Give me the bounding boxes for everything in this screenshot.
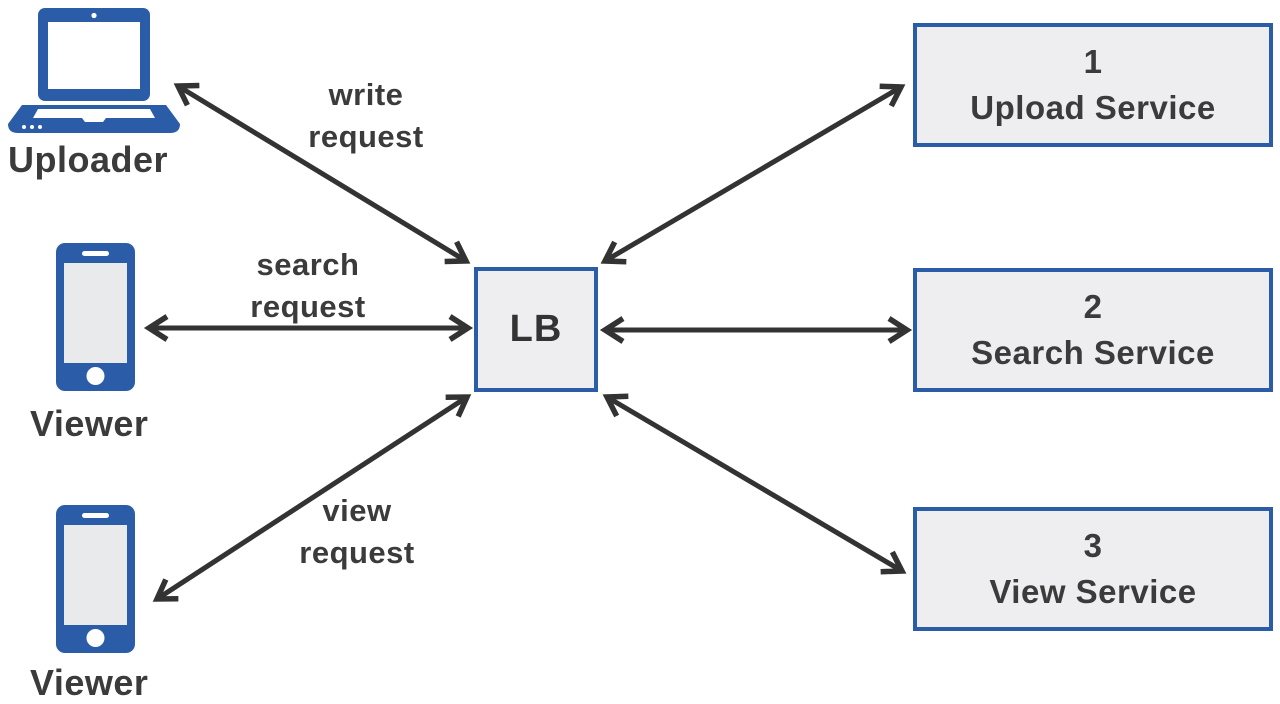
service-name: View Service xyxy=(989,573,1197,610)
arrow-lb-upload-service xyxy=(600,83,906,265)
arrow-uploader-lb xyxy=(173,82,471,265)
search-service-box: 2 Search Service xyxy=(913,268,1273,392)
viewer1-label: Viewer xyxy=(30,403,149,444)
laptop-icon xyxy=(8,8,180,133)
search-request-label: search request xyxy=(250,247,366,324)
load-balancer-label: LB xyxy=(509,308,563,350)
service-number: 1 xyxy=(1083,43,1103,81)
arrow-lb-view-service xyxy=(602,393,907,575)
upload-service-box: 1 Upload Service xyxy=(913,23,1273,147)
viewer2-node xyxy=(56,505,135,658)
service-number: 2 xyxy=(1083,288,1103,326)
load-balancer-box: LB xyxy=(474,267,598,392)
smartphone-icon xyxy=(56,505,135,653)
service-name: Search Service xyxy=(971,334,1215,371)
service-number: 3 xyxy=(1083,527,1103,565)
uploader-node xyxy=(8,8,180,141)
uploader-label: Uploader xyxy=(8,139,169,180)
viewer2-label: Viewer xyxy=(30,662,149,703)
view-request-label: view request xyxy=(299,493,415,570)
viewer1-node xyxy=(56,243,135,396)
view-service-box: 3 View Service xyxy=(913,507,1273,631)
write-request-label: write request xyxy=(308,77,424,154)
arrow-viewer2-lb xyxy=(152,394,472,602)
service-name: Upload Service xyxy=(970,89,1216,126)
smartphone-icon xyxy=(56,243,135,391)
